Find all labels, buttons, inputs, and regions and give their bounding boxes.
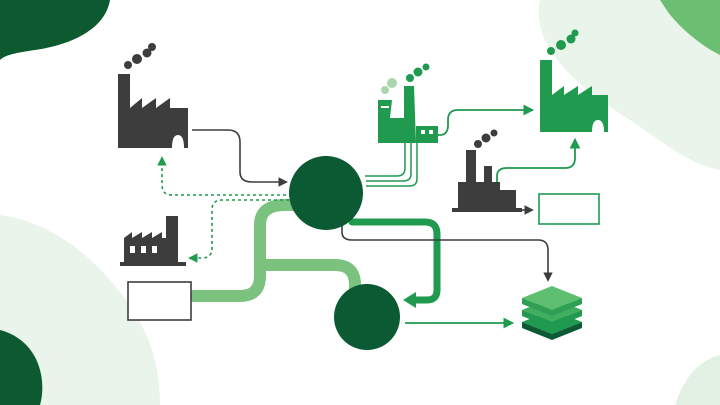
box-right bbox=[538, 193, 600, 225]
blob-bottom-left-pale bbox=[0, 215, 160, 405]
factory-window bbox=[152, 246, 157, 253]
factory-annex bbox=[500, 190, 516, 208]
power-plant-feed-lines bbox=[365, 143, 418, 187]
smoke-puff bbox=[481, 133, 491, 143]
box-bottom-left bbox=[127, 281, 192, 321]
smoke-puff bbox=[422, 63, 430, 71]
smoke-puff bbox=[148, 43, 156, 51]
factory-icon bbox=[540, 29, 608, 132]
factory-window bbox=[130, 246, 135, 253]
blob-bottom-right-pale bbox=[675, 355, 720, 405]
light-green-flows bbox=[186, 199, 361, 302]
smoke-puff bbox=[124, 61, 132, 69]
plant-stripe bbox=[381, 106, 389, 108]
smoke-puff bbox=[406, 74, 414, 82]
green-connectors bbox=[405, 104, 581, 329]
plant-window bbox=[429, 130, 433, 134]
factory-icon bbox=[118, 43, 188, 148]
flow-branch-to-hub2 bbox=[254, 259, 361, 301]
gray-connectors bbox=[192, 129, 553, 282]
feed-line-2 bbox=[366, 143, 412, 182]
factory-body bbox=[124, 216, 178, 262]
blob-top-right-pale bbox=[538, 0, 720, 170]
factory-window bbox=[141, 246, 146, 253]
smoke-puff bbox=[132, 54, 142, 64]
power-plant-icon bbox=[378, 63, 438, 143]
layer-middle-side bbox=[522, 310, 582, 328]
feed-line-1 bbox=[365, 143, 406, 177]
arrow-gray-factory-to-green-factory bbox=[496, 137, 581, 186]
smoke-puff bbox=[381, 86, 389, 94]
factory-body bbox=[458, 150, 500, 208]
plant-annex bbox=[416, 126, 438, 143]
factory-icon bbox=[120, 216, 186, 266]
factory-base bbox=[452, 208, 522, 212]
layer-bottom-side bbox=[522, 322, 582, 340]
factory-base bbox=[120, 262, 186, 266]
smoke-puff bbox=[556, 40, 566, 50]
arrow-hub-to-storage bbox=[341, 225, 553, 282]
factory-body bbox=[540, 60, 608, 132]
smoke-puff bbox=[571, 29, 579, 37]
arrow-power-plant-to-factory bbox=[432, 104, 535, 136]
smoke-puff bbox=[490, 129, 498, 137]
blob-top-right-green bbox=[660, 0, 720, 55]
dashed-hub-to-small-factory bbox=[188, 199, 295, 263]
smoke-puff bbox=[413, 67, 423, 77]
smoke-puff bbox=[474, 140, 482, 148]
dashed-connectors bbox=[157, 156, 295, 263]
dashed-hub-to-factory bbox=[157, 156, 286, 196]
blob-bottom-left-dark bbox=[0, 330, 43, 405]
hub-secondary-circle[interactable] bbox=[334, 284, 400, 350]
plant-window bbox=[421, 130, 425, 134]
smoke-puff bbox=[566, 34, 576, 44]
smoke-puff bbox=[142, 48, 152, 58]
flow-box-to-hub bbox=[186, 199, 306, 302]
factory-icon bbox=[452, 129, 522, 212]
plant-body bbox=[378, 86, 416, 143]
hub-main-circle[interactable] bbox=[289, 156, 363, 230]
layer-top-side bbox=[522, 298, 582, 316]
arrow-factory-to-hub bbox=[192, 129, 288, 187]
smoke-puff bbox=[547, 47, 555, 55]
layers-icon bbox=[522, 286, 582, 340]
flow-hub-to-hub2 bbox=[348, 218, 441, 304]
smoke-puff bbox=[387, 78, 397, 88]
feed-line-3 bbox=[366, 143, 418, 187]
flow-hub-to-hub2-arrowhead bbox=[403, 292, 416, 308]
factory-body bbox=[118, 74, 188, 148]
blob-top-left-dark bbox=[0, 0, 110, 60]
